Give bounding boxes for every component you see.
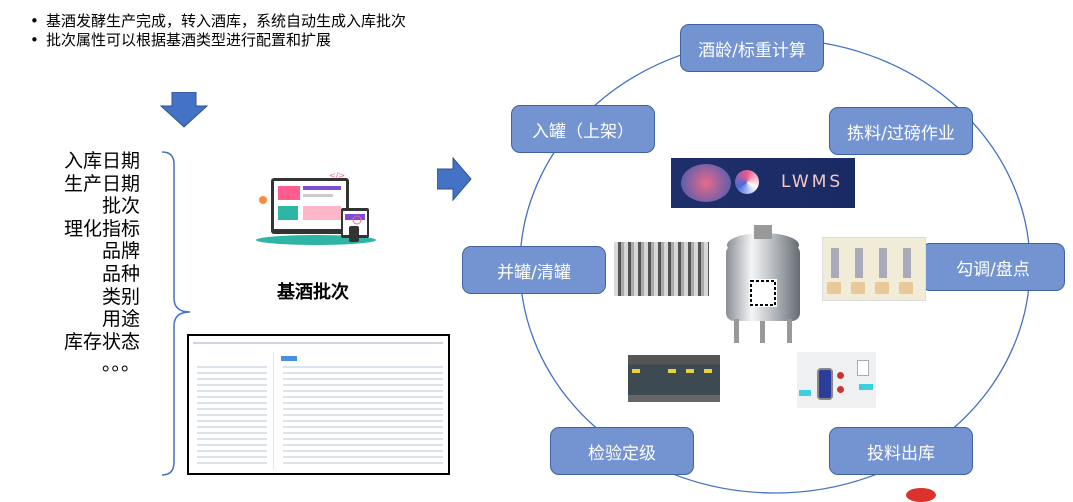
table-row-line (197, 396, 267, 398)
tank-monitor-diagram (797, 352, 876, 408)
node-inspection-grading[interactable]: 检验定级 (550, 427, 694, 475)
table-row-line (197, 456, 267, 458)
table-row-line (283, 426, 443, 428)
filling-line-photo (614, 242, 709, 296)
lwms-banner: LWMS (671, 158, 855, 208)
table-row-line (283, 366, 443, 368)
table-row-line (283, 390, 443, 392)
brace-icon (161, 151, 191, 476)
steel-tank-photo (726, 225, 800, 343)
table-row-line (197, 408, 267, 410)
table-row-line (197, 414, 267, 416)
table-row-line (197, 378, 267, 380)
attribute-item: 品牌 (101, 240, 140, 263)
logo-fragment (906, 488, 936, 502)
table-row-line (197, 450, 267, 452)
blending-process-diagram (822, 237, 926, 301)
batch-attribute-list: 入库日期 生产日期 批次 理化指标 品牌 品种 类别 用途 库存状态 。。。 (30, 150, 140, 376)
attribute-item: 理化指标 (63, 217, 140, 240)
attribute-item: 。。。 (101, 353, 140, 376)
attribute-item: 用途 (101, 308, 140, 331)
attribute-item: 库存状态 (63, 330, 140, 353)
bullet-list: 基酒发酵生产完成，转入酒库，系统自动生成入库批次 批次属性可以根据基酒类型进行配… (28, 12, 448, 50)
node-merge-clean[interactable]: 并罐/清罐 (462, 246, 606, 294)
node-tank-shelving[interactable]: 入罐（上架） (511, 105, 655, 153)
table-row-line (283, 456, 443, 458)
attribute-item: 生产日期 (63, 172, 140, 195)
table-row-line (197, 438, 267, 440)
attribute-item: 品种 (101, 262, 140, 285)
table-row-line (283, 420, 443, 422)
table-row-line (197, 462, 267, 464)
down-arrow-icon (160, 92, 208, 128)
svg-text:</>: </> (329, 171, 345, 180)
plc-cabinet-photo (628, 355, 720, 402)
table-row-line (283, 432, 443, 434)
attribute-item: 批次 (101, 195, 140, 218)
bullet-item: 基酒发酵生产完成，转入酒库，系统自动生成入库批次 (28, 12, 448, 31)
web-illustration-icon: </> (256, 171, 376, 245)
attribute-item: 类别 (101, 285, 140, 308)
table-row-line (283, 408, 443, 410)
batch-label: 基酒批次 (277, 282, 349, 303)
table-row-line (283, 384, 443, 386)
table-row-line (283, 414, 443, 416)
qr-code-icon (750, 280, 776, 306)
table-row-line (197, 426, 267, 428)
table-row-line (283, 438, 443, 440)
table-row-line (197, 420, 267, 422)
batch-system-screenshot (187, 334, 450, 475)
gear-illustration-icon (681, 164, 731, 202)
attribute-item: 入库日期 (63, 150, 140, 172)
table-row-line (197, 444, 267, 446)
table-row-line (283, 396, 443, 398)
table-row-line (197, 402, 267, 404)
node-age-weight-calc[interactable]: 酒龄/标重计算 (680, 24, 824, 72)
node-blend-inventory[interactable]: 勾调/盘点 (921, 243, 1065, 291)
node-feed-outbound[interactable]: 投料出库 (829, 427, 973, 475)
table-row-line (197, 432, 267, 434)
table-row-line (283, 444, 443, 446)
table-row-line (283, 402, 443, 404)
node-picking-weighing[interactable]: 拣料/过磅作业 (829, 107, 973, 155)
table-row-line (283, 372, 443, 374)
table-row-line (283, 462, 443, 464)
bullet-item: 批次属性可以根据基酒类型进行配置和扩展 (28, 31, 448, 50)
right-arrow-icon (437, 157, 472, 202)
banner-text: LWMS (781, 172, 844, 192)
table-row-line (283, 378, 443, 380)
table-row-line (197, 390, 267, 392)
table-row-line (197, 372, 267, 374)
table-row-line (197, 366, 267, 368)
table-row-line (283, 450, 443, 452)
table-row-line (197, 384, 267, 386)
